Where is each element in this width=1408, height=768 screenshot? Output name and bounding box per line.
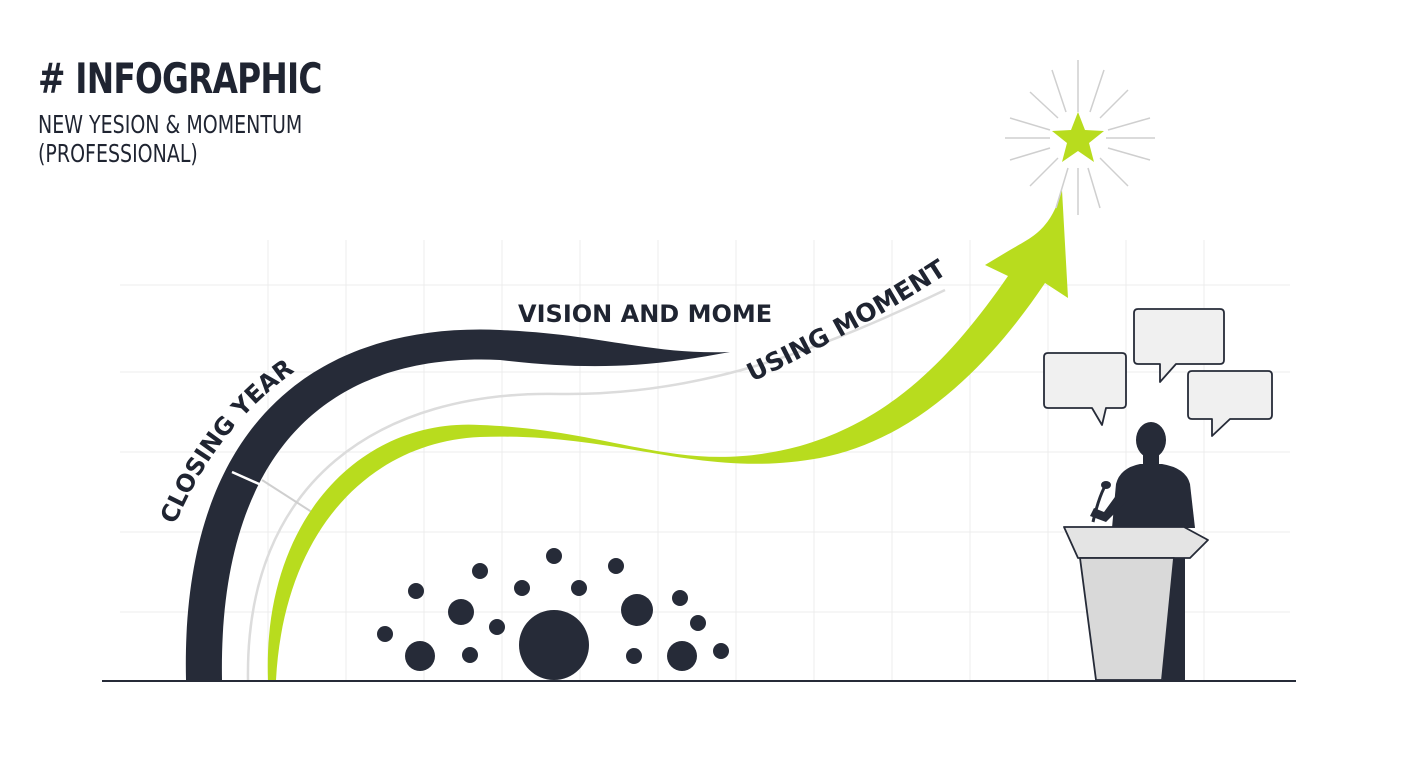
star-icon	[1005, 60, 1155, 215]
gray-guide-curve-outer	[246, 288, 946, 681]
lime-growth-arrow	[267, 190, 1068, 680]
label-vision-and-momentum: VISION AND MOMENTUM	[0, 0, 772, 328]
speech-bubble-top	[1133, 308, 1225, 383]
speech-bubble-icon	[1043, 308, 1273, 437]
label-using-momentum: USING MOMENTUM	[0, 0, 951, 387]
dot-cluster-icon	[377, 548, 729, 680]
podium	[1063, 526, 1209, 681]
page-subtitle-line-2: (PROFESSIONAL)	[38, 139, 198, 168]
speech-bubble-right	[1187, 370, 1273, 437]
title-block: # INFOGRAPHIC NEW YESION & MOMENTUM (PRO…	[38, 54, 402, 169]
gray-divider	[261, 479, 319, 517]
speaker-silhouette	[1090, 422, 1195, 680]
speaker-at-podium-icon	[1063, 422, 1209, 681]
microphone	[1091, 487, 1106, 523]
ribbon-segment-divider	[231, 470, 269, 490]
speech-bubble-left	[1043, 352, 1127, 426]
page-title: # INFOGRAPHIC	[38, 54, 322, 103]
background-grid	[120, 240, 1290, 680]
page-subtitle-line-1: NEW YESION & MOMENTUM	[38, 110, 303, 139]
